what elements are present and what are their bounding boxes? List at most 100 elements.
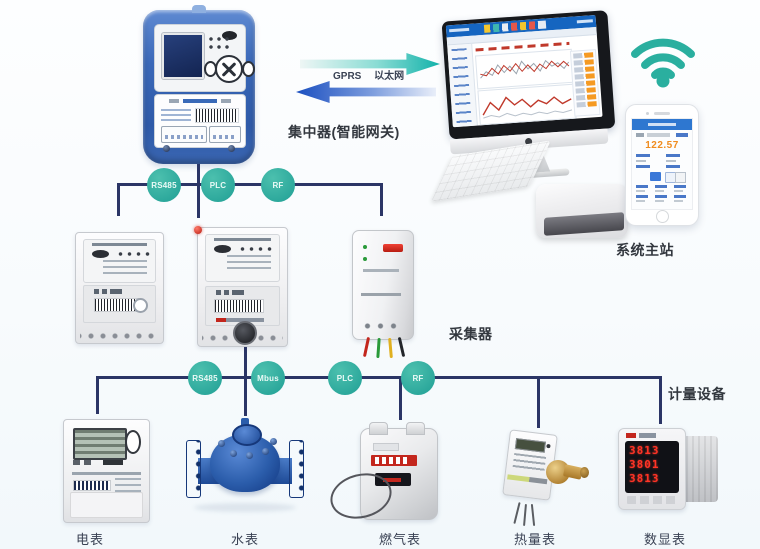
- phone-primary-button: [650, 172, 661, 181]
- collector-meter-center: [194, 226, 288, 347]
- gateway-box-front: [544, 212, 624, 236]
- collector-left-title: [92, 243, 147, 246]
- gprs-label: GPRS: [333, 71, 362, 82]
- bottom-bus-node-rf: RF: [401, 361, 435, 395]
- gas-meter: [325, 422, 440, 525]
- digital-meter-brand: [626, 433, 656, 438]
- ethernet-label: 以太网: [374, 71, 405, 82]
- collector-center-barcode: [214, 299, 264, 313]
- heat-meter-wire: [530, 503, 536, 527]
- digital-meter-front-bezel: 3813 3801 3813: [618, 428, 686, 510]
- heat-meter-wire: [513, 502, 521, 524]
- collector-left-barcode: [94, 298, 140, 312]
- collector-bus-link: [244, 344, 247, 416]
- top-bus-line: [117, 183, 383, 186]
- concentrator-barcode: [195, 108, 239, 123]
- digital-meter-buttons: [627, 496, 677, 504]
- concentrator-bus-link: [197, 161, 200, 218]
- concentrator-nameplate-panel: [154, 94, 246, 148]
- phone-app-header: [632, 119, 692, 130]
- gas-meter-body: [360, 422, 438, 520]
- concentrator-lcd-screen: [162, 33, 204, 79]
- metering-devices-label: 计量设备: [668, 386, 726, 402]
- phone-camera: [646, 112, 649, 115]
- phone-action-buttons: [636, 172, 688, 183]
- phone-reading-value: 122.57: [645, 140, 679, 151]
- wire-red: [362, 336, 371, 358]
- top-bus-node-rs485: RS485: [147, 168, 181, 202]
- concentrator-indicator-lights: [207, 35, 229, 51]
- screw: [163, 145, 170, 152]
- collector-center-leds: [238, 247, 272, 251]
- top-bus-drop-right: [380, 183, 383, 216]
- gas-meter-label: 燃气表: [378, 532, 421, 547]
- collector-left-spec-text: [103, 260, 147, 276]
- collector-left-terminals: [80, 322, 159, 340]
- gas-meter-counter: [371, 455, 417, 466]
- heat-meter-display: [514, 438, 546, 453]
- concentrator-brand-line: [169, 99, 231, 103]
- concentrator-label: 集中器(智能网关): [288, 124, 400, 140]
- downlink-arrow: [296, 80, 436, 104]
- collector-module-text-line-2: [361, 293, 401, 296]
- dashboard-right-panel: [569, 49, 601, 117]
- link-protocol-label: GPRS 以太网: [333, 67, 414, 82]
- dashboard-sidebar: [447, 43, 478, 128]
- concentrator-power-button: [222, 31, 237, 40]
- collector-center-nameplate: [205, 286, 280, 326]
- wire-green: [376, 337, 381, 359]
- collector-center-title: [214, 238, 271, 241]
- heat-meter: [498, 429, 590, 527]
- collector-module-green-led-1: [363, 245, 367, 249]
- node-label: RS485: [192, 373, 218, 383]
- phone-value-rows: [636, 185, 688, 203]
- dashboard-clock: [576, 19, 593, 24]
- heat-meter-pipe-end: [580, 467, 589, 478]
- node-label: Mbus: [257, 373, 279, 383]
- heat-meter-wire: [523, 503, 527, 527]
- collector-center-lcd: [214, 245, 231, 253]
- collector-center-display-panel: [205, 234, 280, 282]
- gas-meter-cap-right: [406, 422, 425, 435]
- collector-center-terminals: [202, 321, 283, 345]
- node-label: PLC: [336, 373, 354, 383]
- collector-module-red-indicator: [383, 244, 403, 252]
- collector-left-nameplate: [83, 285, 156, 323]
- bottom-bus-node-rs485: RS485: [188, 361, 222, 395]
- bottom-bus-drop-heat: [537, 376, 540, 428]
- collector-module-right: [352, 230, 414, 359]
- gateway-box: [536, 184, 628, 238]
- gas-meter-label-plate: [373, 443, 399, 451]
- concentrator-antenna-nub: [192, 5, 206, 13]
- monitor-bezel: [441, 10, 616, 140]
- keyboard: [430, 140, 552, 202]
- digital-meter-row-2: 3801: [629, 458, 660, 471]
- water-meter: [186, 418, 304, 512]
- collector-meter-left: [75, 232, 164, 344]
- collector-left-marks: [94, 289, 122, 294]
- digital-meter-display: 3813 3801 3813: [625, 441, 679, 493]
- wire-yellow: [388, 337, 393, 359]
- digital-panel-meter-label: 数显表: [643, 532, 686, 547]
- water-meter-shadow: [194, 503, 296, 512]
- collector-label: 采集器: [449, 326, 493, 342]
- concentrator-display-panel: [154, 24, 255, 92]
- phone-menu-button: [675, 172, 686, 183]
- concentrator-info-box-right: [209, 126, 241, 143]
- node-label: PLC: [209, 180, 227, 190]
- dashboard-chart-top: [474, 48, 575, 90]
- phone-home-button: [656, 210, 669, 223]
- electric-meter: [63, 419, 150, 523]
- top-bus-node-plc: PLC: [201, 168, 235, 202]
- water-meter-top-cap: [232, 424, 262, 446]
- screw: [228, 145, 235, 152]
- collector-module-terminal-screws: [361, 323, 401, 329]
- bottom-bus-drop-panel: [659, 376, 662, 424]
- bottom-bus-drop-electric: [96, 376, 99, 414]
- collector-module-text-line-1: [363, 269, 399, 272]
- water-meter-flange-left: [186, 440, 201, 498]
- phone-speaker: [654, 112, 670, 115]
- bottom-bus-drop-gas: [399, 376, 402, 420]
- electric-meter-keys: [73, 460, 123, 465]
- monitor-screen: [445, 15, 603, 128]
